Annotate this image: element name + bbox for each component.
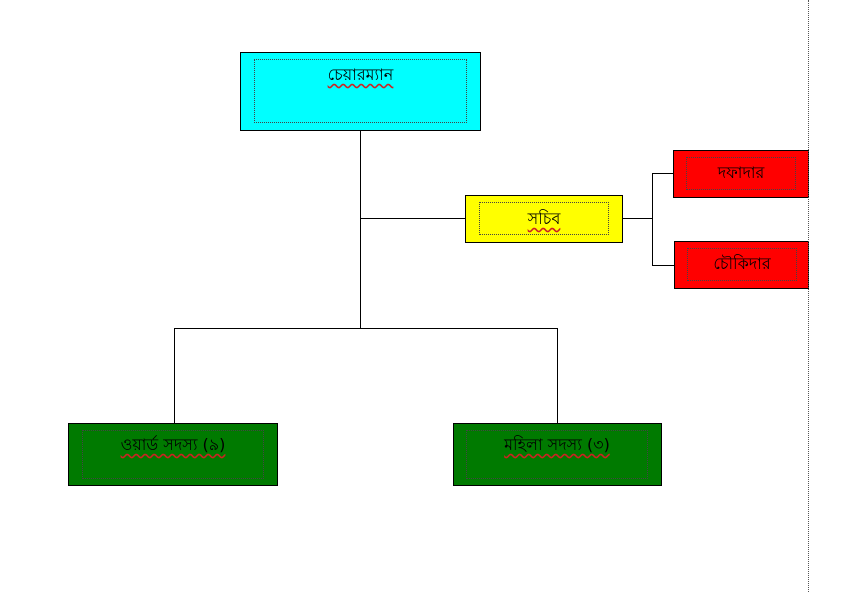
page-margin-line <box>808 0 809 592</box>
women-members-box: মহিলা সদস্য (৩) <box>453 423 662 486</box>
ward-members-label: ওয়ার্ড সদস্য (৯) <box>120 435 226 454</box>
secretary-inner-frame: সচিব <box>479 202 609 235</box>
chowkidar-inner-frame: চৌকিদার <box>687 248 797 281</box>
chowkidar-box: চৌকিদার <box>674 241 809 289</box>
secretary-box: সচিব <box>465 195 623 243</box>
chairman-inner-frame: চেয়ারম্যান <box>254 59 467 123</box>
women-members-inner-frame: মহিলা সদস্য (৩) <box>466 430 648 479</box>
ward-members-inner-frame: ওয়ার্ড সদস্য (৯) <box>82 430 264 479</box>
chairman-box: চেয়ারম্যান <box>240 52 481 131</box>
women-members-label: মহিলা সদস্য (৩) <box>504 435 610 454</box>
secretary-label: সচিব <box>527 209 561 228</box>
dafadar-label: দফাদার <box>717 163 765 182</box>
dafadar-box: দফাদার <box>673 150 809 198</box>
chairman-label: চেয়ারম্যান <box>327 65 394 84</box>
dafadar-inner-frame: দফাদার <box>686 157 796 190</box>
chowkidar-label: চৌকিদার <box>713 254 771 273</box>
ward-members-box: ওয়ার্ড সদস্য (৯) <box>68 423 278 486</box>
